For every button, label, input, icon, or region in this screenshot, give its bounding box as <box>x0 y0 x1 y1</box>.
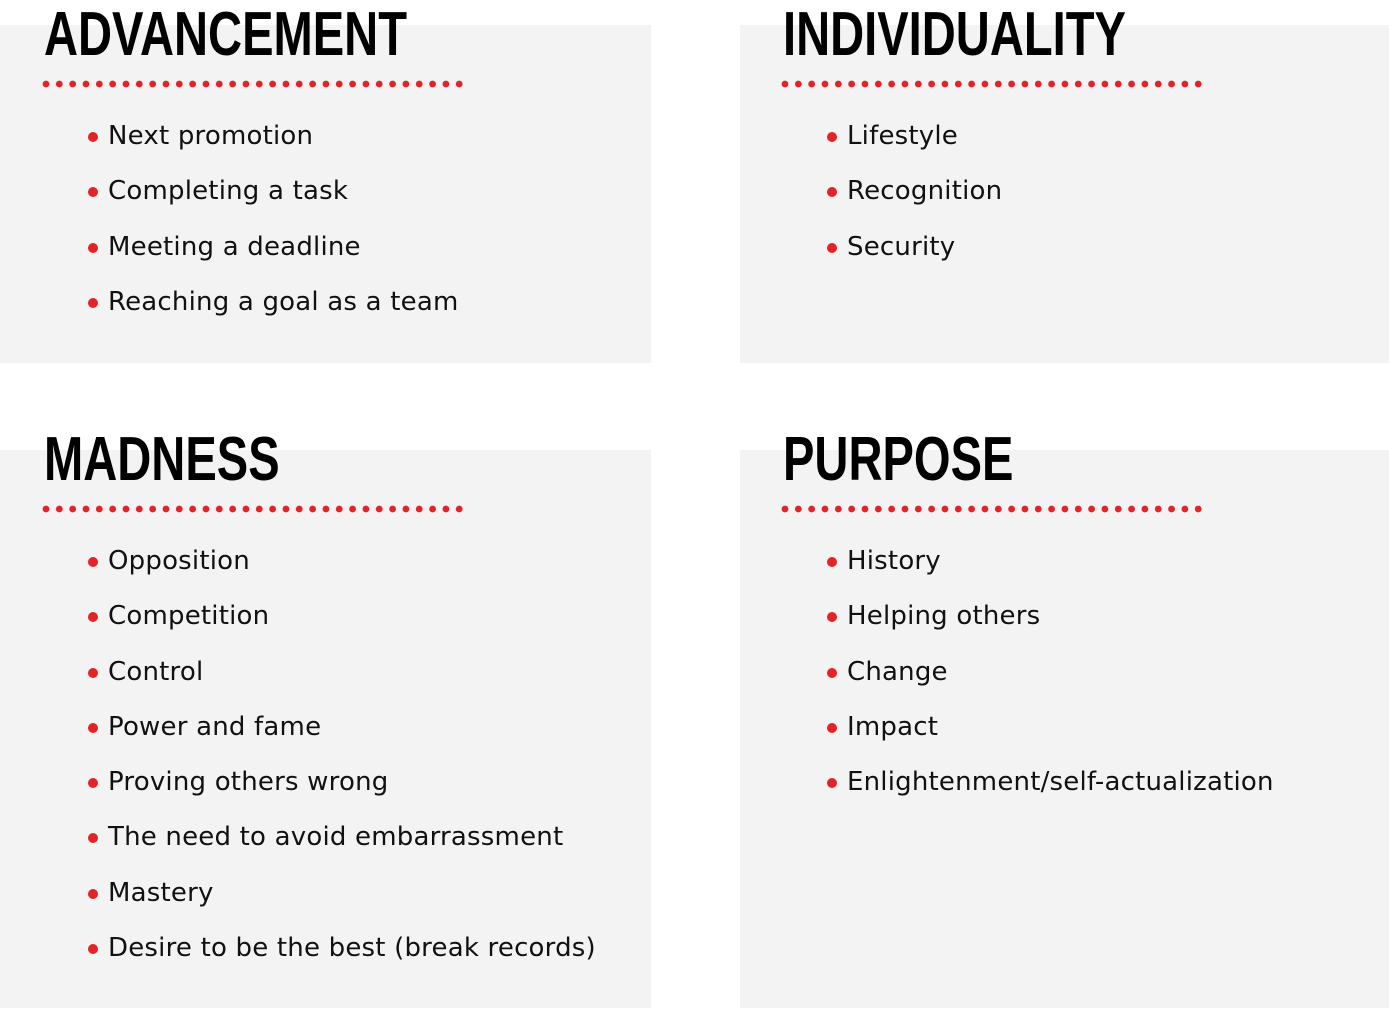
list-item-label: Competition <box>108 601 270 632</box>
list-item-label: History <box>847 546 941 576</box>
bullet-dot-icon <box>827 722 837 733</box>
individuality-dotted-divider <box>781 73 1202 88</box>
bullet-dot-icon <box>827 242 837 253</box>
list-item-label: Recognition <box>847 176 1003 207</box>
madness-dotted-divider <box>42 498 463 513</box>
bullet-dot-icon <box>88 944 98 955</box>
madness-title: MADNESS <box>44 425 280 494</box>
list-item-label: Next promotion <box>108 121 314 151</box>
bullet-dot-icon <box>88 722 98 733</box>
list-item-label: Helping others <box>847 601 1041 632</box>
bullet-dot-icon <box>88 888 98 899</box>
bullet-dot-icon <box>827 612 837 623</box>
advancement-title: ADVANCEMENT <box>44 0 407 69</box>
bullet-dot-icon <box>88 242 98 253</box>
bullet-dot-icon <box>827 187 837 198</box>
individuality-title: INDIVIDUALITY <box>783 0 1126 69</box>
list-item-label: The need to avoid embarrassment <box>108 822 564 853</box>
bullet-dot-icon <box>88 297 98 308</box>
bullet-dot-icon <box>88 557 98 567</box>
list-item-label: Proving others wrong <box>108 767 389 798</box>
list-item-label: Desire to be the best (break records) <box>108 933 596 964</box>
list-item-label: Completing a task <box>108 176 349 207</box>
list-item-label: Control <box>108 656 204 687</box>
list-item-label: Mastery <box>108 877 214 908</box>
madness-card <box>0 450 651 1008</box>
purpose-title: PURPOSE <box>783 425 1014 494</box>
list-item-label: Impact <box>847 711 939 742</box>
bullet-dot-icon <box>88 667 98 678</box>
list-item-label: Reaching a goal as a team <box>108 286 459 317</box>
list-item-label: Opposition <box>108 546 250 576</box>
bullet-dot-icon <box>88 612 98 623</box>
bullet-dot-icon <box>88 833 98 844</box>
purpose-dotted-divider <box>781 498 1202 513</box>
bullet-dot-icon <box>88 778 98 789</box>
bullet-dot-icon <box>827 667 837 678</box>
bullet-dot-icon <box>88 187 98 198</box>
list-item-label: Enlightenment/self-actualization <box>847 767 1274 798</box>
advancement-dotted-divider <box>42 73 463 88</box>
bullet-dot-icon <box>88 132 98 142</box>
bullet-dot-icon <box>827 557 837 567</box>
bullet-dot-icon <box>827 778 837 789</box>
bullet-dot-icon <box>827 132 837 142</box>
list-item-label: Power and fame <box>108 711 322 742</box>
list-item-label: Meeting a deadline <box>108 231 361 262</box>
list-item-label: Security <box>847 231 956 262</box>
list-item-label: Change <box>847 656 948 687</box>
list-item-label: Lifestyle <box>847 121 959 151</box>
purpose-card <box>740 450 1389 1008</box>
